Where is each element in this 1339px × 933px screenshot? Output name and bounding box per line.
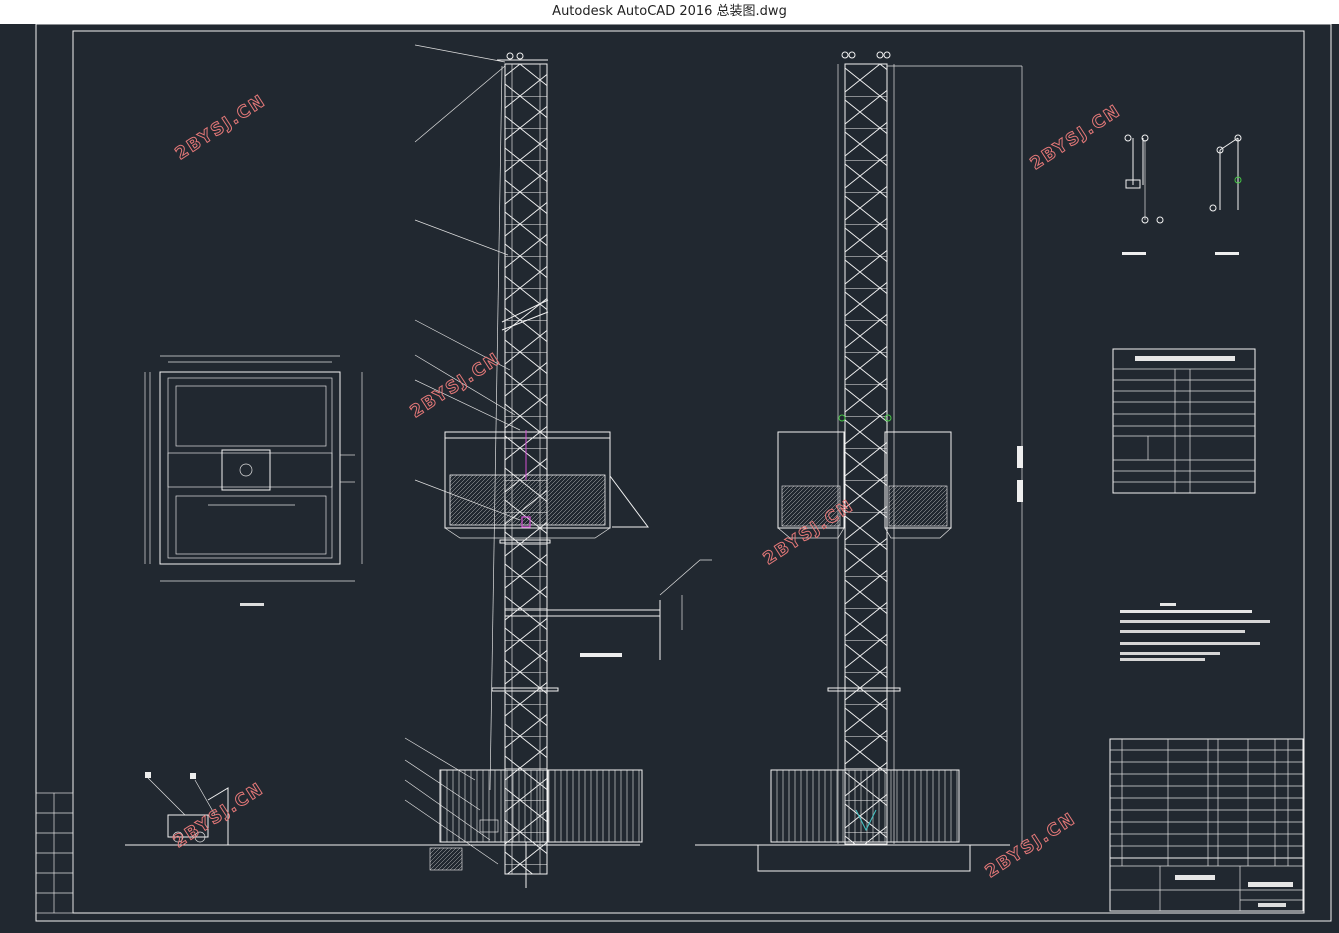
callout-leaders xyxy=(404,44,521,865)
window-title: Autodesk AutoCAD 2016 总装图.dwg xyxy=(552,4,787,19)
drawing-frame xyxy=(35,23,1332,922)
watermark: 2BYSJ.CN xyxy=(407,349,505,422)
watermark-layer: 2BYSJ.CN 2BYSJ.CN 2BYSJ.CN 2BYSJ.CN 2BYS… xyxy=(169,90,1125,882)
watermark: 2BYSJ.CN xyxy=(1027,101,1125,174)
watermark: 2BYSJ.CN xyxy=(170,779,268,852)
plan-view[interactable] xyxy=(144,355,363,606)
reeving-diagrams[interactable] xyxy=(1122,134,1242,255)
parts-list-title-block[interactable] xyxy=(1109,738,1304,912)
side-elevation[interactable] xyxy=(695,51,1023,872)
parameter-table[interactable] xyxy=(1112,348,1256,494)
watermark: 2BYSJ.CN xyxy=(172,91,270,164)
front-elevation[interactable] xyxy=(125,44,712,888)
drawing-canvas[interactable]: 2BYSJ.CN 2BYSJ.CN 2BYSJ.CN 2BYSJ.CN 2BYS… xyxy=(0,23,1339,929)
window-title-bar: Autodesk AutoCAD 2016 总装图.dwg xyxy=(0,0,1339,24)
watermark: 2BYSJ.CN xyxy=(982,809,1080,882)
binding-margin-table xyxy=(35,792,74,914)
technical-notes xyxy=(1120,603,1270,661)
